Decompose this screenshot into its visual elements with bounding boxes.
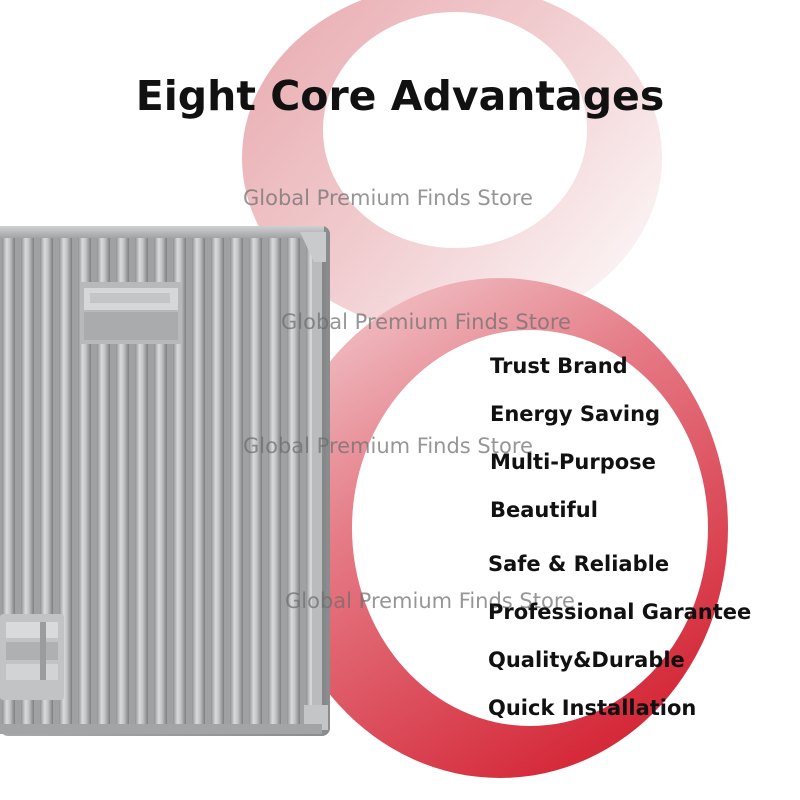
advantage-item: Quality&Durable [488, 648, 685, 672]
advantage-item: Safe & Reliable [488, 552, 670, 576]
advantage-item: Beautiful [490, 498, 598, 522]
advantage-item: Professional Garantee [488, 600, 752, 624]
page-title: Eight Core Advantages [135, 72, 665, 120]
advantage-item: Trust Brand [490, 354, 628, 378]
advantage-item: Energy Saving [490, 402, 661, 426]
store-watermark: Global Premium Finds Store [285, 589, 575, 613]
advantage-item: Multi-Purpose [490, 450, 656, 474]
store-watermark: Global Premium Finds Store [243, 186, 533, 210]
advantage-item: Quick Installation [488, 696, 697, 720]
store-watermark: Global Premium Finds Store [243, 434, 533, 458]
store-watermark: Global Premium Finds Store [281, 310, 571, 334]
